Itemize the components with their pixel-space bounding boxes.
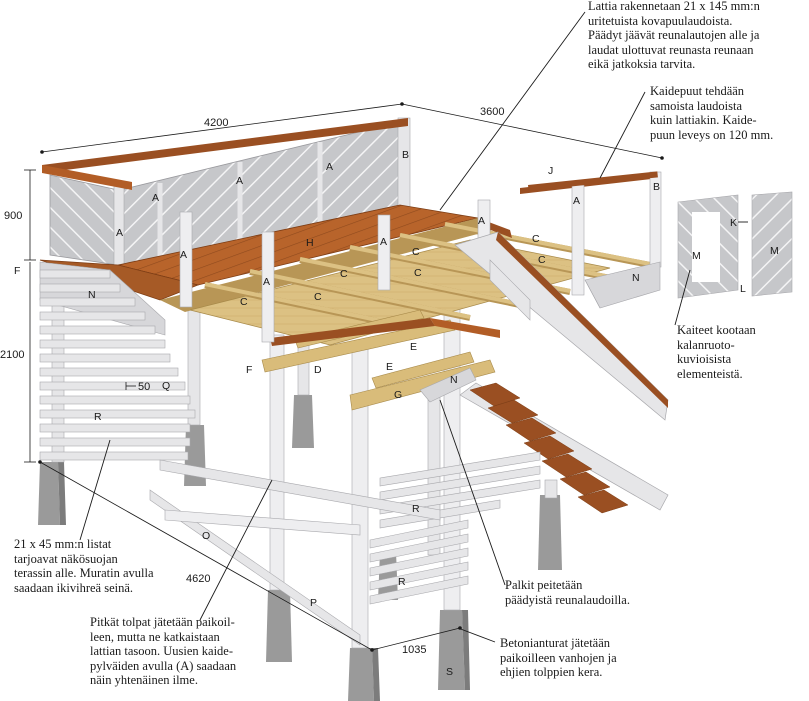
label-C: C	[412, 246, 420, 258]
privacy-slats-left	[39, 269, 196, 461]
note-slats: 21 x 45 mm:n listat tarjoavat näkösuojan…	[14, 537, 154, 595]
part-labels: A A A A A A A A A B B H C C C C C C C E …	[14, 149, 779, 678]
dimension-lines	[24, 102, 664, 652]
label-C: C	[538, 254, 546, 266]
dim-slat-gap: 50	[138, 381, 150, 393]
dim-depth-top: 3600	[480, 106, 504, 118]
note-long-posts: Pitkät tolpat jätetään paikoil- leen, mu…	[90, 615, 237, 687]
label-A: A	[152, 192, 159, 204]
label-R: R	[94, 411, 102, 423]
railing-detail	[528, 171, 793, 299]
label-Q: Q	[162, 380, 170, 392]
dim-stair-width: 1035	[402, 644, 426, 656]
label-A: A	[326, 161, 333, 173]
label-A: A	[380, 236, 387, 248]
dimension-texts: 4200 3600 900 2100 4620 1035 50	[0, 106, 504, 656]
label-M: M	[692, 250, 701, 262]
label-J: J	[548, 165, 553, 177]
privacy-slats-front	[369, 451, 541, 605]
label-C: C	[340, 268, 348, 280]
label-N: N	[632, 272, 640, 284]
label-K: K	[730, 217, 737, 229]
label-S: S	[446, 666, 453, 678]
label-A: A	[116, 227, 123, 239]
label-A: A	[263, 276, 270, 288]
dim-side-length: 4620	[186, 573, 210, 585]
note-railing-posts: Kaidepuut tehdään samoista laudoista kui…	[650, 84, 774, 142]
label-C: C	[414, 267, 422, 279]
dim-deck-height: 2100	[0, 349, 24, 361]
label-N: N	[450, 374, 458, 386]
label-N: N	[88, 289, 96, 301]
dim-rail-height: 900	[4, 210, 22, 222]
note-footings: Betonianturat jätetään paikoilleen vanho…	[500, 636, 617, 679]
label-M: M	[770, 245, 779, 257]
note-beams: Palkit peitetään päädyistä reunalaudoill…	[505, 578, 630, 607]
leader-lines	[79, 11, 748, 643]
label-D: D	[314, 364, 322, 376]
note-railings: Kaiteet kootaan kalanruoto- kuvioisista …	[677, 323, 756, 381]
label-B: B	[402, 149, 409, 161]
label-L: L	[740, 283, 746, 295]
label-A: A	[478, 215, 485, 227]
label-A: A	[236, 175, 243, 187]
label-F: F	[246, 364, 252, 376]
label-H: H	[306, 237, 314, 249]
label-R: R	[412, 503, 420, 515]
label-P: P	[310, 597, 317, 609]
bottom-boards	[149, 459, 441, 646]
label-C: C	[532, 233, 540, 245]
label-C: C	[314, 291, 322, 303]
label-F: F	[14, 265, 20, 277]
label-G: G	[394, 389, 402, 401]
label-B: B	[653, 181, 660, 193]
dim-width-top: 4200	[204, 117, 228, 129]
note-floor: Lattia rakennetaan 21 x 145 mm:n uritetu…	[588, 0, 760, 71]
label-R: R	[398, 576, 406, 588]
label-E: E	[410, 341, 417, 353]
label-E: E	[386, 361, 393, 373]
label-A: A	[180, 249, 187, 261]
label-C: C	[240, 296, 248, 308]
label-A: A	[573, 195, 580, 207]
label-O: O	[202, 530, 210, 542]
stairs	[419, 231, 669, 514]
